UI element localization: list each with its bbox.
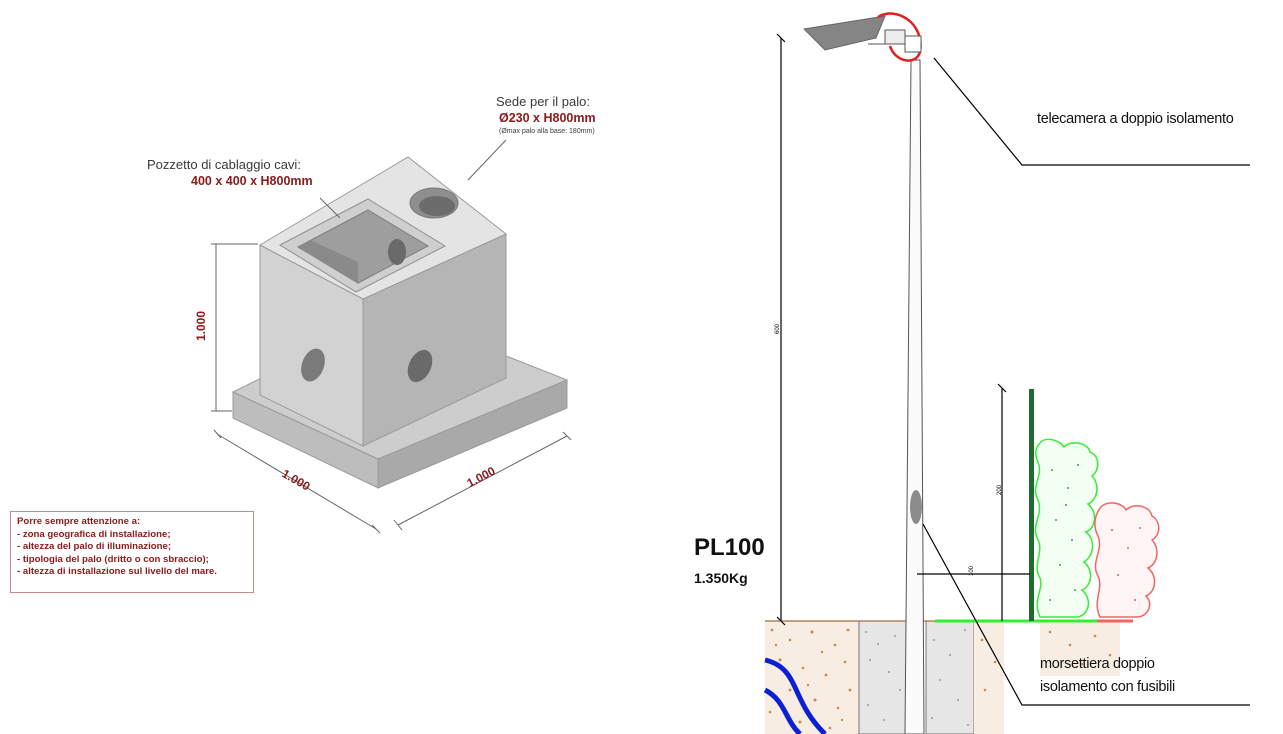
terminal-box bbox=[910, 490, 922, 524]
camera-label: telecamera a doppio isolamento bbox=[1037, 111, 1234, 127]
well-size: 400 x 400 x H800mm bbox=[191, 174, 313, 188]
weight-label: 1.350Kg bbox=[694, 570, 748, 586]
warning-item: - altezza di installazione sul livello d… bbox=[17, 566, 217, 578]
pole-height-dimension: 600 bbox=[775, 323, 782, 335]
warning-item: - tipologia del palo (dritto o con sbrac… bbox=[17, 553, 209, 565]
pole-seat-size: Ø230 x H800mm bbox=[499, 111, 596, 125]
underground-pipe bbox=[763, 657, 827, 734]
pole-seat-note: (Ømax palo alla base: 180mm) bbox=[499, 128, 595, 135]
concrete-foundation bbox=[858, 620, 975, 734]
camera bbox=[802, 12, 922, 62]
model-label: PL100 bbox=[694, 534, 765, 561]
installation-dimensions bbox=[776, 33, 1250, 706]
fence-height-dimension: 200 bbox=[997, 484, 1004, 496]
terminal-label-line2: isolamento con fusibili bbox=[1040, 679, 1175, 695]
foundation-dimensions bbox=[211, 139, 572, 534]
pole-seat-title: Sede per il palo: bbox=[496, 94, 590, 109]
soil-right bbox=[974, 621, 1120, 734]
pink-hedge bbox=[1094, 502, 1160, 618]
warning-item: - altezza del palo di illuminazione; bbox=[17, 541, 172, 553]
warning-title: Porre sempre attenzione a: bbox=[17, 516, 141, 527]
green-hedge bbox=[1034, 438, 1099, 618]
fence-distance-dimension: 100 bbox=[969, 565, 976, 577]
well-title: Pozzetto di cablaggio cavi: bbox=[147, 157, 301, 172]
terminal-label-line1: morsettiera doppio bbox=[1040, 656, 1155, 672]
warning-item: - zona geografica di installazione; bbox=[17, 528, 171, 540]
height-dimension-label: 1.000 bbox=[194, 310, 209, 342]
fence-post bbox=[1029, 389, 1034, 621]
light-pole bbox=[904, 59, 925, 734]
foundation-block bbox=[231, 156, 569, 489]
warning-box: Porre sempre attenzione a: - zona geogra… bbox=[10, 511, 254, 593]
